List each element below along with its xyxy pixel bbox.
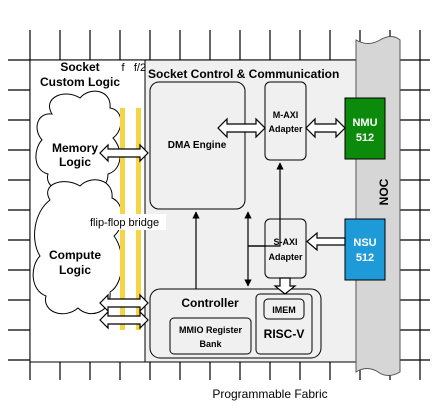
controller-title: Controller [181,296,239,310]
dma-engine-box [149,81,246,210]
nsu-saxi-arrow [306,231,346,252]
memory-logic-cloud [35,90,122,192]
bridge-label-bg [88,214,166,230]
m-axi-adapter-box [264,81,307,161]
riscv-label: RISC-V [264,327,305,341]
s-axi-line1: S-AXI [273,237,297,247]
m-axi-line1: M-AXI [273,110,299,120]
imem-box [263,298,305,320]
clock-f-half-label: f/2 [134,62,146,74]
fabric-label-bg [208,385,332,403]
nmu-box [344,97,386,160]
bidirectional-arrows [99,117,346,330]
noc-label: NOC [377,178,391,205]
s-axi-line2: Adapter [268,252,303,262]
control-lines [192,162,284,289]
memory-logic-line1: Memory [52,141,98,155]
riscv-saxi-arrow [273,277,297,295]
junction-maxi-line [248,162,284,247]
nsu-line1: NSU [353,237,376,249]
compute-logic-line2: Logic [59,263,91,277]
nsu-box [344,218,386,281]
memory-logic-line2: Logic [59,155,91,169]
s-axi-adapter-box [264,218,307,279]
m-axi-line2: Adapter [268,124,303,134]
compute-logic-line1: Compute [49,248,101,262]
control-title: Socket Control & Communication [148,67,339,81]
memory-bridge-arrow [99,143,149,163]
clock-f-label: f [121,62,125,74]
compute-logic-cloud [32,179,123,315]
mmio-box [169,317,252,355]
imem-label: IMEM [272,305,296,315]
nmu-line2: 512 [356,132,374,144]
fabric-label: Programmable Fabric [212,387,327,401]
nmu-line1: NMU [352,117,377,129]
maxi-nmu-arrow [305,117,346,139]
socket-title-line1: Socket [60,60,99,74]
bridge-label: flip-flop bridge [90,217,159,229]
controller-bridge-arrow [99,310,149,330]
mmio-line1: MMIO Register [179,325,243,335]
dma-maxi-arrow [217,117,266,139]
mmio-line2: Bank [199,339,222,349]
nsu-line2: 512 [356,252,374,264]
compute-bridge-arrow [99,293,149,313]
dma-engine-label: DMA Engine [168,140,227,151]
socket-title-line2: Custom Logic [40,75,120,89]
